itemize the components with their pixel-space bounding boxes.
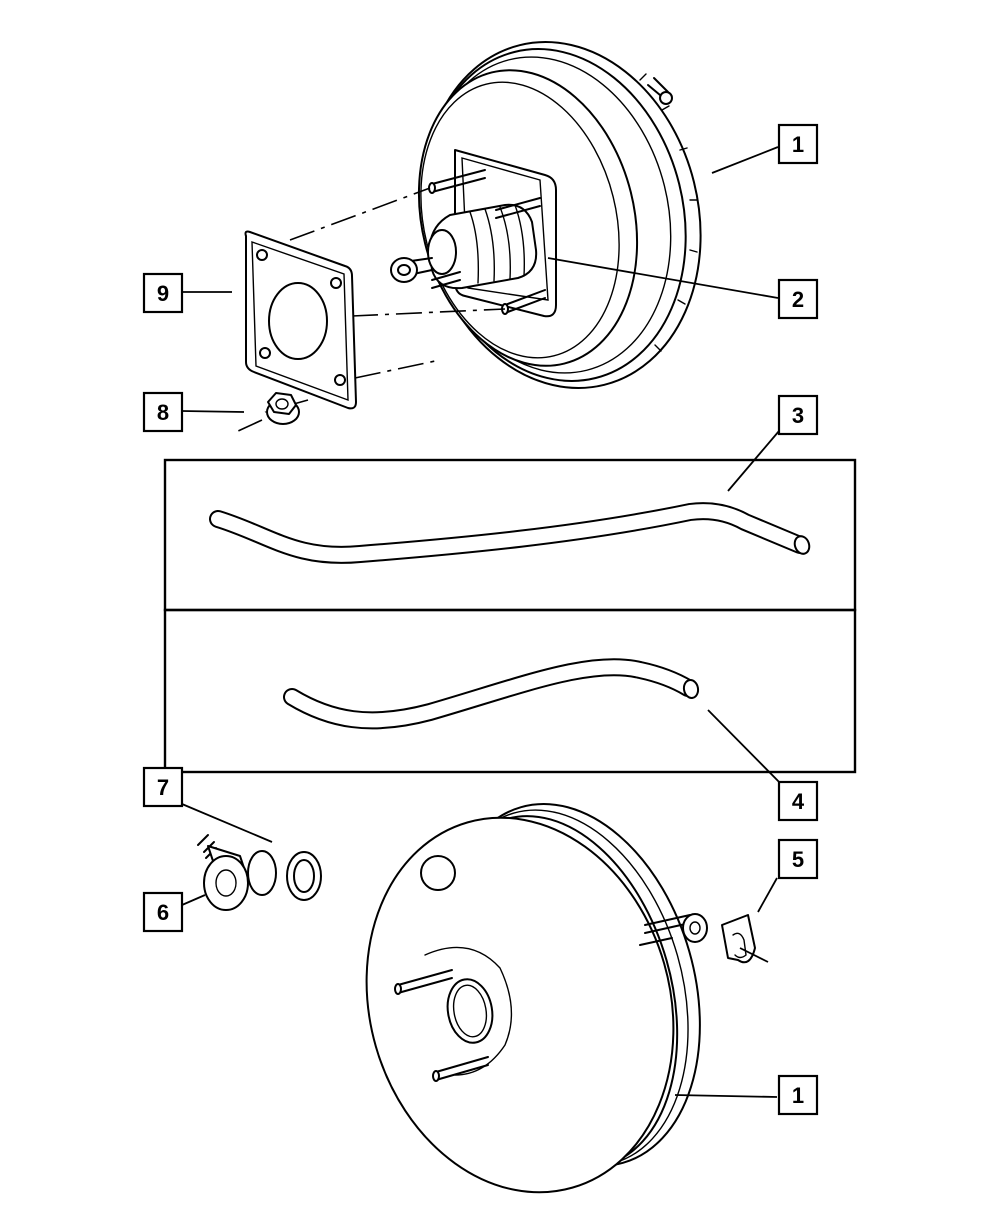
grommet — [286, 851, 322, 901]
leader-lines — [181, 146, 788, 1098]
vacuum-hose-short — [283, 658, 700, 730]
callout-9: 9 — [142, 272, 184, 314]
callout-9-label: 9 — [157, 281, 169, 306]
push-rod-clip — [639, 913, 769, 964]
top-mounting-studs — [428, 169, 546, 315]
callout-5-label: 5 — [792, 847, 804, 872]
callout-1-top: 1 — [777, 123, 819, 165]
gasket-plate — [244, 230, 357, 410]
flange-nut — [266, 392, 300, 425]
check-valve — [197, 834, 277, 911]
callout-1-bottom-label: 1 — [792, 1083, 804, 1108]
bottom-brake-booster — [365, 803, 701, 1194]
callout-7: 7 — [142, 766, 184, 808]
callout-4: 4 — [777, 780, 819, 822]
callout-8: 8 — [142, 391, 184, 433]
hose-panel — [163, 458, 857, 774]
vacuum-hose-long — [209, 502, 811, 564]
top-brake-booster — [417, 41, 702, 389]
callout-4-label: 4 — [792, 789, 805, 814]
callout-1-bottom: 1 — [777, 1074, 819, 1116]
callout-6: 6 — [142, 891, 184, 933]
callout-8-label: 8 — [157, 400, 169, 425]
callout-3-label: 3 — [792, 403, 804, 428]
callout-6-label: 6 — [157, 900, 169, 925]
callout-2: 2 — [777, 278, 819, 320]
callout-1-top-label: 1 — [792, 132, 804, 157]
callout-2-label: 2 — [792, 287, 804, 312]
push-rod-boot — [390, 203, 538, 290]
callout-7-label: 7 — [157, 775, 169, 800]
callout-5: 5 — [777, 838, 819, 880]
callout-3: 3 — [777, 394, 819, 436]
